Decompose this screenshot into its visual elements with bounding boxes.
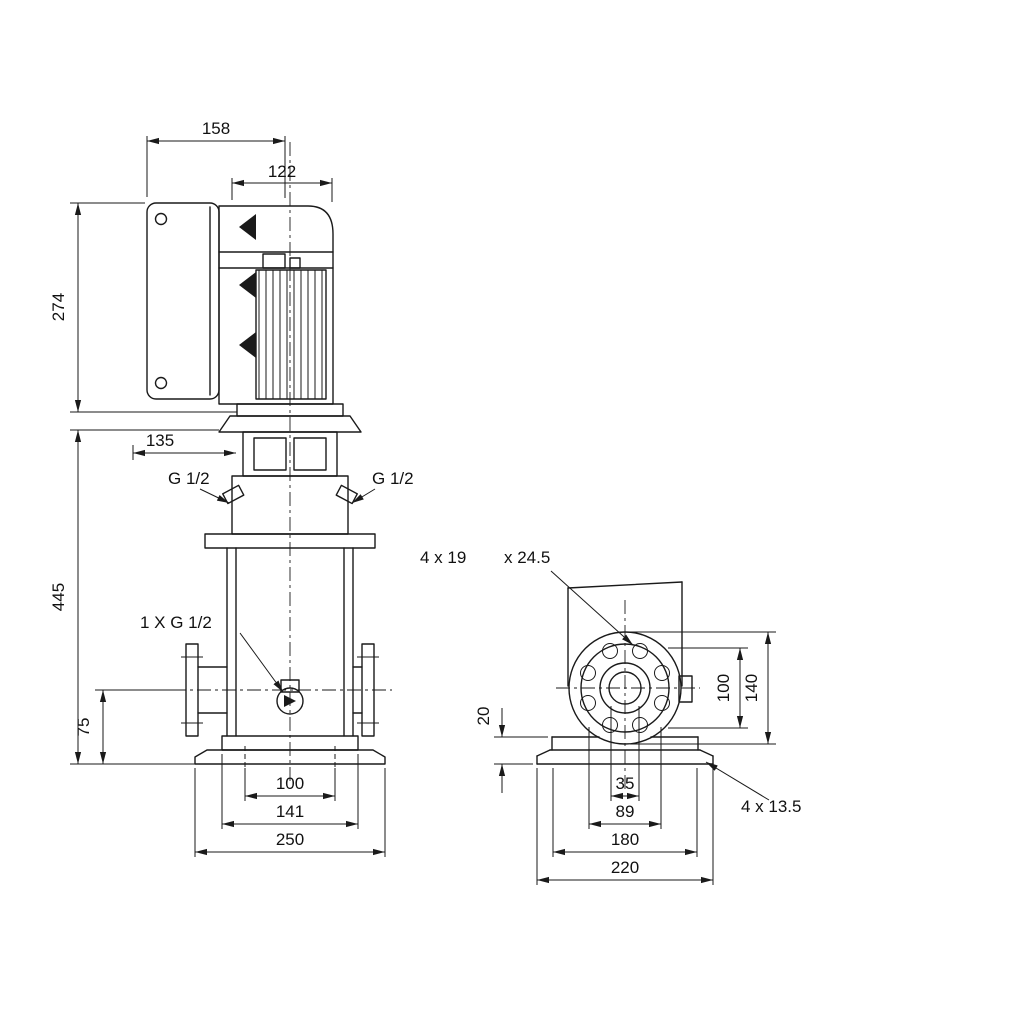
dim-140: 140 — [742, 674, 761, 702]
dim-180: 180 — [611, 830, 639, 849]
leader-port-right — [351, 488, 376, 504]
coupling-window — [253, 437, 287, 471]
bolt-hole — [632, 643, 648, 659]
cable-clip-icon — [239, 332, 256, 358]
bolt-hole — [602, 643, 618, 659]
leader-port-left — [199, 488, 230, 504]
dim-220: 220 — [611, 858, 639, 877]
dim-20: 20 — [474, 707, 493, 726]
dim-35: 35 — [616, 774, 635, 793]
pump-side-view — [146, 142, 392, 782]
pump-column — [567, 581, 683, 687]
motor-body — [218, 205, 334, 405]
bolt-hole — [602, 717, 618, 733]
flange-holes-label-2: x 24.5 — [504, 548, 550, 567]
vent-plug-left — [222, 484, 245, 505]
leader-drain — [239, 632, 284, 693]
dim-250: 250 — [276, 830, 304, 849]
bolt-hole — [580, 695, 596, 711]
discharge-flange — [352, 643, 379, 737]
dim-89: 89 — [616, 802, 635, 821]
flange-face — [568, 631, 693, 745]
flange-holes-label-1: 4 x 19 — [420, 548, 466, 567]
screw-icon — [154, 376, 168, 390]
end-view-dimensions: 4 x 19 x 24.5 100 140 20 35 89 180 — [420, 548, 802, 885]
port-label-right: G 1/2 — [372, 469, 414, 488]
dim-122: 122 — [268, 162, 296, 181]
drain-label: 1 X G 1/2 — [140, 613, 212, 632]
bolt-hole — [632, 717, 648, 733]
dim-135: 135 — [146, 431, 174, 450]
leader-base-holes — [705, 761, 770, 801]
flange-bore — [608, 671, 642, 705]
dim-445: 445 — [49, 583, 68, 611]
flange-tab — [678, 675, 693, 703]
dim-158: 158 — [202, 119, 230, 138]
dim-141: 141 — [276, 802, 304, 821]
motor-control-box — [146, 202, 220, 400]
leader-flange-holes — [550, 570, 634, 646]
coupling-window — [293, 437, 327, 471]
cable-clip-icon — [239, 214, 256, 240]
dim-75: 75 — [74, 718, 93, 737]
base-holes-label: 4 x 13.5 — [741, 797, 802, 816]
bolt-hole — [580, 665, 596, 681]
dim-100-bolt-circle: 100 — [714, 674, 733, 702]
bolt-hole — [654, 665, 670, 681]
motor-stool — [218, 403, 362, 477]
vent-plug-right — [335, 484, 358, 505]
port-label-left: G 1/2 — [168, 469, 210, 488]
bolt-hole — [654, 695, 670, 711]
screw-icon — [154, 212, 168, 226]
cable-clip-icon — [239, 272, 256, 298]
base-side — [194, 735, 386, 768]
dim-100: 100 — [276, 774, 304, 793]
pump-end-view — [536, 581, 714, 792]
dim-274: 274 — [49, 293, 68, 321]
drain-arrow-icon — [284, 695, 296, 707]
motor-fins — [255, 269, 327, 400]
chamber-stack — [226, 547, 354, 737]
pump-head — [204, 475, 376, 549]
side-view-dimensions: 158 122 274 445 75 135 100 141 — [49, 119, 414, 857]
